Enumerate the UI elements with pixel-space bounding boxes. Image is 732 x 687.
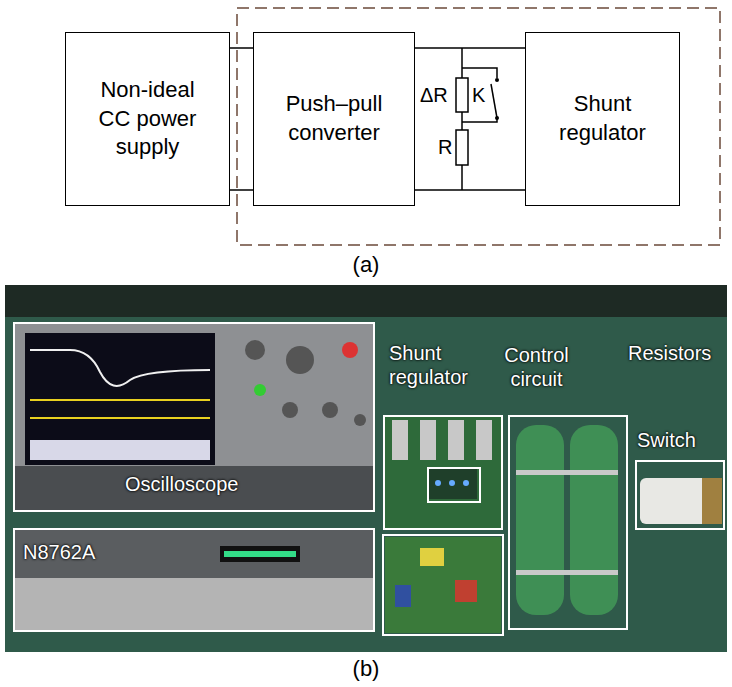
switch-contact [495,78,499,82]
knob [342,342,358,358]
knob [245,340,265,360]
photo-callout-box: Control circuit [427,467,481,503]
component-label: R [438,136,452,159]
power-supply-display [224,551,296,557]
knob [322,402,338,418]
resistor-symbol [456,78,468,112]
knob [282,402,298,418]
resistor-cylinder [570,425,618,615]
photo-callout-box: Oscilloscope [13,322,375,512]
switch-end [702,478,722,524]
wire [461,112,463,130]
callout-label: Oscilloscope [125,472,238,496]
resistor-band [516,470,618,475]
led [463,480,469,486]
photo-callout-box: Switch [635,460,725,530]
screen-readout [30,440,210,460]
component [455,580,477,602]
resistor-band [516,570,618,575]
oscilloscope-screen [25,333,215,465]
led [435,480,441,486]
wire-connector [415,48,525,49]
process-box: Non-ideal CC power supply [65,32,230,206]
board-outline [383,535,503,635]
switch-body [640,478,722,524]
box-label: Push–pull converter [274,90,394,147]
waveform [30,399,210,401]
photo-callout-box: Resistors [508,415,628,630]
wire [230,47,253,49]
photo-background [5,285,727,317]
circuit-board [385,537,501,633]
wire [461,48,463,78]
photo-background [5,285,727,652]
control-board [427,467,477,499]
power-supply-body [15,530,373,630]
circuit-board [385,417,501,528]
heatsink [476,420,492,460]
wire [230,189,253,191]
led [449,480,455,486]
knob [254,384,266,396]
callout-label: Switch [637,428,696,452]
callout-label: Shunt regulator [389,341,484,389]
wire [415,189,525,191]
power-supply-display [220,546,300,562]
wire [462,68,497,78]
wire [462,118,497,122]
process-box: Push–pull converter [253,32,415,206]
oscilloscope-body [15,324,373,510]
panel-label: (b) [353,656,380,682]
switch-symbol [491,84,497,118]
box-label: Shunt regulator [548,90,658,147]
waveform [30,350,210,386]
callout-label: Control circuit [494,343,579,391]
photo-callout-box: N8762A [13,528,375,632]
heatsink [448,420,464,460]
heatsink [392,420,408,460]
heatsink [420,420,436,460]
oscilloscope-base [15,466,373,510]
wire-connector [230,48,253,49]
component-label: ΔR [420,84,448,107]
callout-label: Resistors [628,341,711,365]
photo-callout-box: Shunt regulatorControl circuit [383,415,503,530]
resistor-symbol [456,130,468,165]
component [420,548,444,566]
resistor-cylinder [516,425,564,615]
callout-label: N8762A [23,540,95,564]
knob [286,346,314,374]
panel-label: (a) [353,252,380,278]
process-box: Shunt regulator [525,32,680,206]
dashed-enclosure [237,8,720,245]
component-label: K [472,84,485,107]
component [395,585,411,607]
wire [415,47,525,49]
knob [354,414,366,426]
box-label: Non-ideal CC power supply [93,76,203,162]
wire [461,165,463,190]
power-supply-front [15,530,373,578]
waveform [30,417,210,419]
